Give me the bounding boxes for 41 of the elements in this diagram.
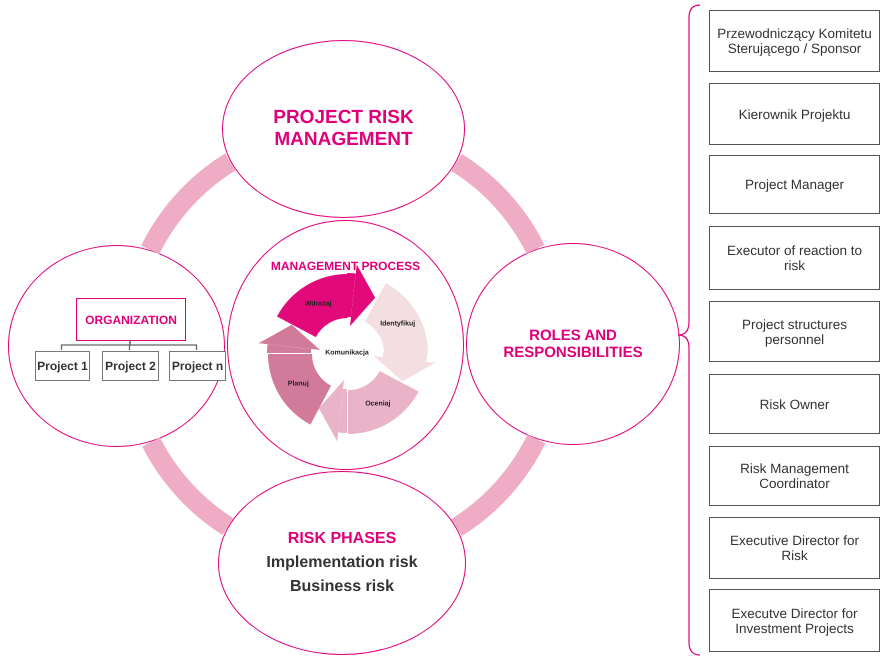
organization-box — [76, 298, 186, 341]
role-label: Executor of reaction to risk — [726, 243, 864, 273]
project-box — [35, 351, 90, 381]
project-box — [102, 351, 159, 381]
cycle-arrow — [318, 380, 348, 442]
phase-item: Implementation risk — [266, 554, 418, 572]
role-box — [709, 226, 880, 290]
box-label: ORGANIZATION — [85, 312, 177, 326]
box-label: Project 1 — [37, 359, 88, 373]
role-box — [709, 446, 880, 506]
role-box — [709, 374, 880, 434]
role-label: Project Manager — [744, 177, 844, 192]
cycle-arrow — [374, 352, 436, 382]
phase-item: Business risk — [290, 578, 394, 596]
cycle-arrow — [346, 264, 376, 326]
role-label: Risk Owner — [760, 396, 830, 412]
role-label: Executive Director for Risk — [728, 533, 860, 563]
tree-line — [129, 340, 198, 350]
role-box — [709, 83, 880, 145]
role-box — [709, 301, 880, 362]
role-box — [709, 589, 880, 652]
topic-title: RISK PHASES — [288, 530, 396, 548]
project-box — [169, 351, 226, 381]
role-label: Project structures personnel — [740, 316, 848, 346]
ring-band — [450, 434, 546, 536]
box-label: Project 2 — [105, 359, 156, 373]
role-label: Kierownik Projektu — [738, 106, 850, 122]
role-box — [709, 10, 880, 72]
process-heading: MANAGEMENT PROCESS — [270, 259, 422, 273]
cycle-arrow — [258, 324, 320, 354]
role-label: Przewodniczący Komitetu Sterującego / Sponsor — [717, 26, 872, 56]
ring-band — [450, 154, 544, 254]
topic-title: PROJECT RISK MANAGEMENT — [272, 107, 415, 151]
role-box — [709, 517, 880, 579]
role-label: Risk Management Coordinator — [739, 461, 850, 491]
topic-title: ROLES AND RESPONSIBILITIES — [502, 327, 644, 361]
ring-band — [141, 154, 236, 255]
role-box — [709, 155, 880, 214]
ring-band — [142, 437, 234, 535]
box-label: Project n — [172, 359, 224, 373]
role-label: Executve Director for Investment Projects — [730, 606, 859, 636]
